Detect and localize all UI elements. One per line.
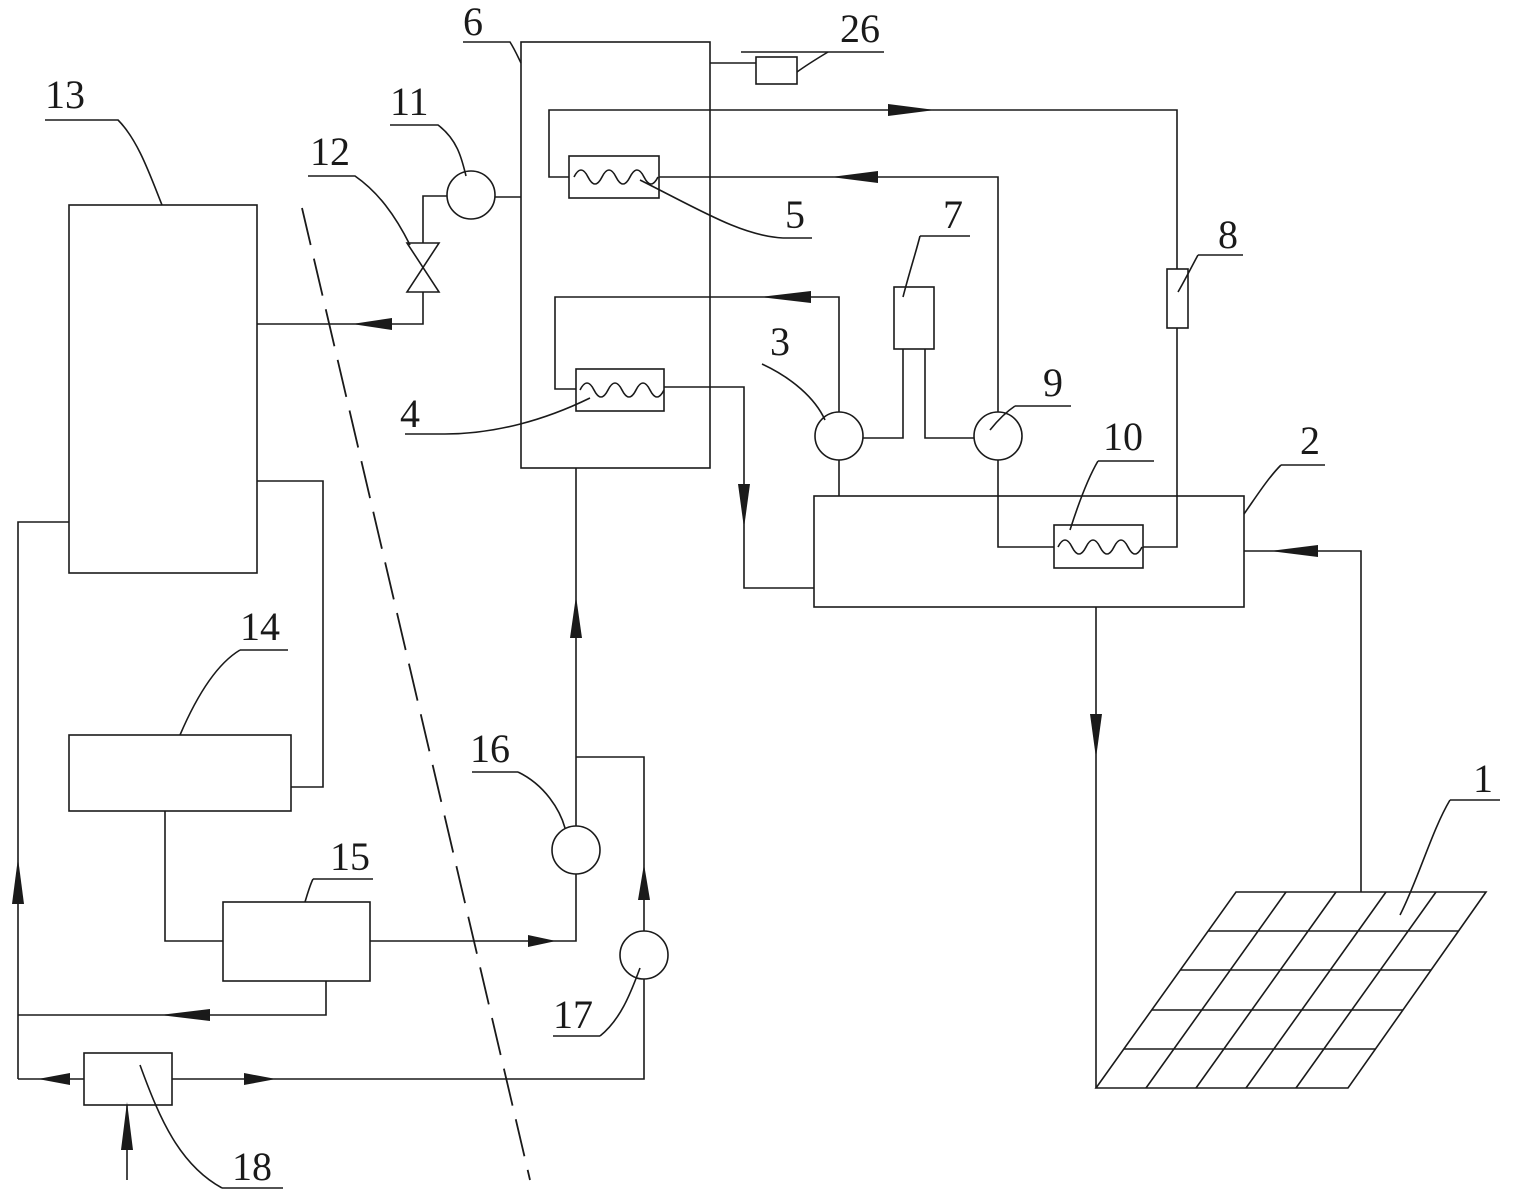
label-15: 15 (330, 834, 370, 879)
label-26: 26 (840, 6, 880, 51)
flow-arrow-icon (831, 171, 878, 183)
label-9: 9 (1043, 360, 1063, 405)
heat-exchanger-4 (576, 369, 664, 411)
label-8: 8 (1218, 212, 1238, 257)
label-3: 3 (770, 319, 790, 364)
label-12: 12 (310, 129, 350, 174)
pipe-panel-2-up (1244, 551, 1361, 892)
flow-arrow-icon (738, 484, 750, 528)
component-8-box (1167, 269, 1188, 328)
pipe-return-13 (18, 522, 69, 1079)
flow-arrow-icon (244, 1073, 276, 1085)
valve-12 (407, 243, 439, 292)
heat-exchanger-10 (1054, 525, 1143, 568)
label-6: 6 (463, 0, 483, 44)
pipe-16-15 (370, 874, 576, 941)
heat-exchanger-5 (569, 156, 659, 198)
flow-arrow-icon (121, 1102, 133, 1150)
flow-arrow-icon (352, 318, 392, 330)
pipe-7-pump9 (925, 349, 974, 438)
pump-9 (974, 412, 1022, 460)
flow-arrow-icon (570, 596, 582, 638)
pump-3 (815, 412, 863, 460)
label-2: 2 (1300, 418, 1320, 463)
pipe-valve-pump11 (423, 196, 447, 243)
label-17: 17 (553, 992, 593, 1037)
pipe-15-return (18, 981, 326, 1015)
boundary-dashed-line (302, 208, 530, 1180)
label-10: 10 (1103, 414, 1143, 459)
label-4: 4 (400, 391, 420, 436)
pump-17 (620, 931, 668, 979)
label-13: 13 (45, 72, 85, 117)
pipe-pump3-7 (863, 349, 903, 438)
pipe-14-15 (165, 811, 223, 941)
label-7: 7 (943, 192, 963, 237)
flow-arrow-icon (528, 935, 556, 947)
flow-arrow-icon (1090, 714, 1102, 758)
flow-arrow-icon (888, 104, 935, 116)
component-7-box (894, 287, 934, 349)
solar-panel-1 (1096, 892, 1486, 1088)
pump-16 (552, 826, 600, 874)
flow-arrow-icon (638, 864, 650, 900)
flow-arrow-icon (38, 1073, 70, 1085)
label-11: 11 (390, 79, 429, 124)
pipe-13-valve (257, 292, 423, 324)
component-2-box (814, 496, 1244, 607)
flow-arrow-icon (1270, 545, 1318, 557)
label-14: 14 (240, 604, 280, 649)
component-15-box (223, 902, 370, 981)
component-26-box (756, 57, 797, 84)
label-5: 5 (785, 192, 805, 237)
pump-11 (447, 171, 495, 219)
flow-arrow-icon (160, 1009, 210, 1021)
component-14-box (69, 735, 291, 811)
component-18-box (84, 1053, 172, 1105)
label-1: 1 (1473, 756, 1493, 801)
label-16: 16 (470, 726, 510, 771)
component-13-box (69, 205, 257, 573)
flow-arrow-icon (760, 291, 811, 303)
flow-arrow-icon (12, 858, 24, 904)
label-18: 18 (232, 1144, 272, 1189)
